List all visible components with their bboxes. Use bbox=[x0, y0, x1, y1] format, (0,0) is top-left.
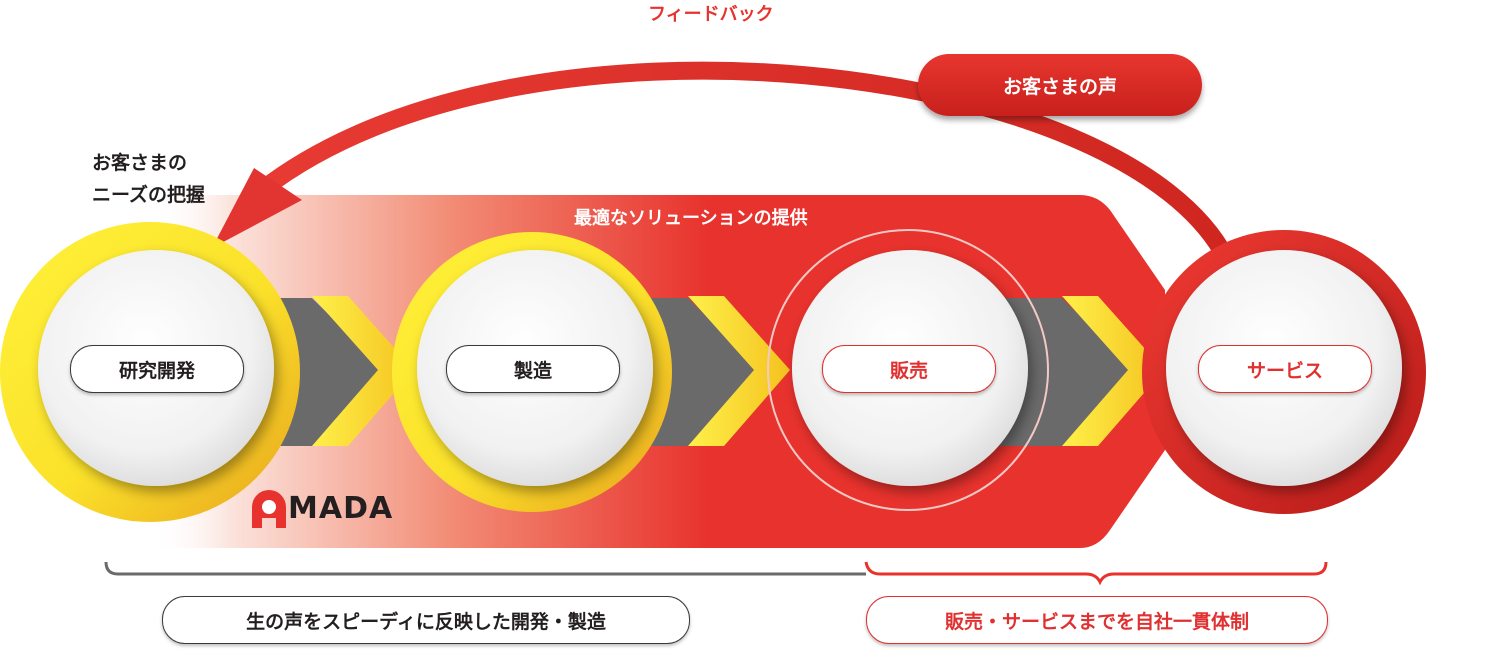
bracket-left bbox=[104, 561, 866, 576]
customer-voice-pill: お客さまの声 bbox=[918, 54, 1202, 116]
needs-label-line1: お客さまの bbox=[92, 152, 188, 174]
step-label-sales: 販売 bbox=[822, 345, 996, 393]
solution-label: 最適なソリューションの提供 bbox=[574, 208, 808, 229]
bottom-right-caption: 販売・サービスまでを自社一貫体制 bbox=[866, 596, 1328, 644]
step-label-rd: 研究開発 bbox=[70, 345, 244, 393]
step-label-service: サービス bbox=[1198, 345, 1372, 393]
amada-logo-text: MADA bbox=[288, 491, 394, 526]
needs-label-line2: ニーズの把握 bbox=[92, 184, 206, 206]
amada-logo: MADA bbox=[286, 494, 393, 524]
bracket-right bbox=[864, 561, 1328, 586]
bottom-left-caption: 生の声をスピーディに反映した開発・製造 bbox=[162, 596, 690, 644]
step-label-manufacturing: 製造 bbox=[446, 345, 620, 393]
amada-logo-mark bbox=[252, 490, 286, 528]
feedback-label: フィードバック bbox=[648, 4, 774, 25]
feedback-arc bbox=[253, 61, 1237, 271]
feedback-arrowhead bbox=[212, 168, 302, 248]
